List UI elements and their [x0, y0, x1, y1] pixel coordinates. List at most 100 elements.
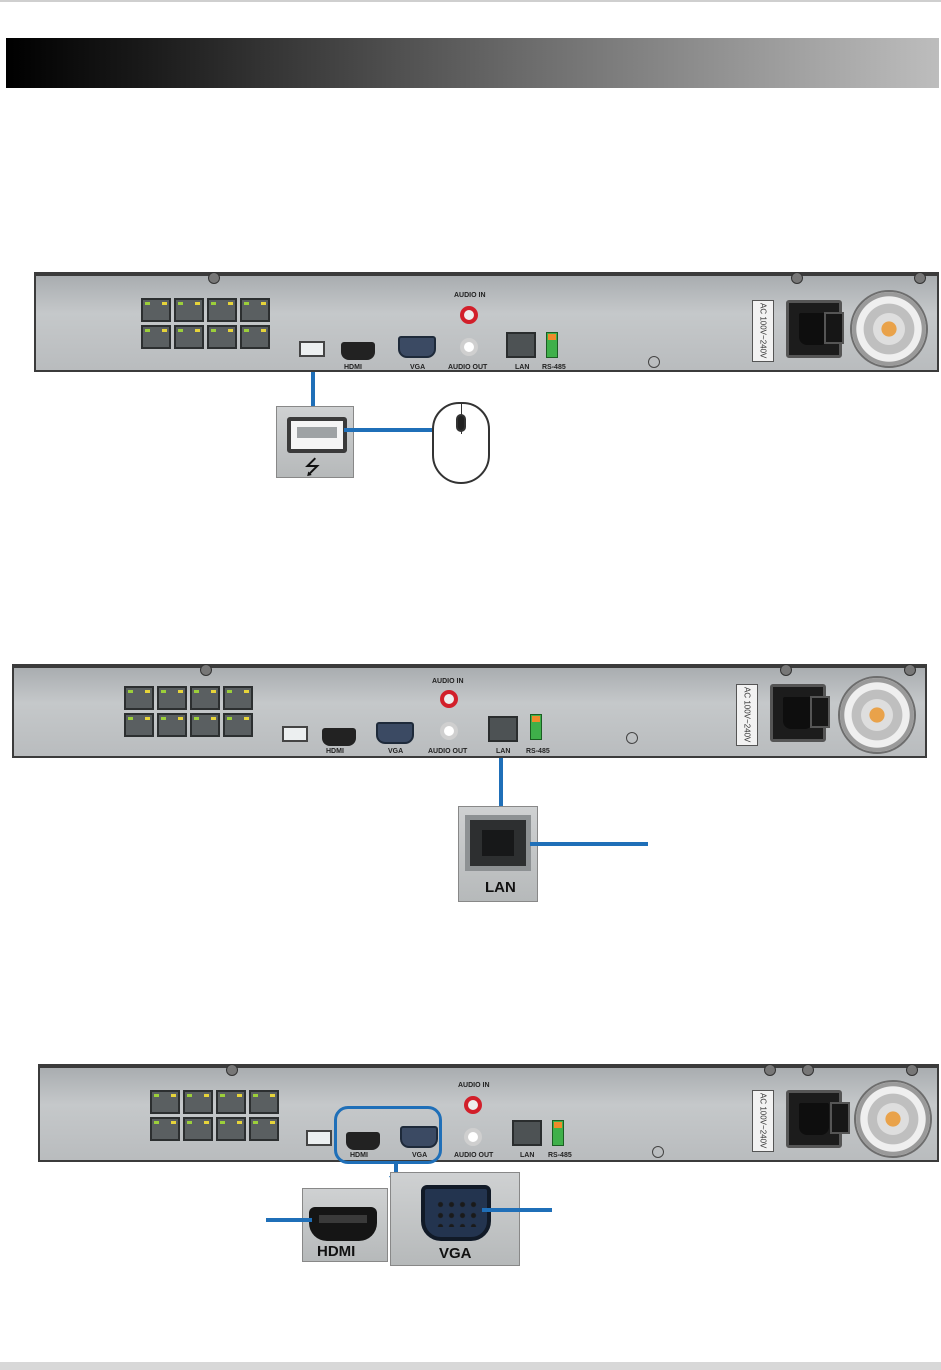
screw — [914, 272, 926, 284]
audio-out-jack — [440, 722, 458, 740]
poe-port — [124, 686, 154, 710]
poe-port — [207, 298, 237, 322]
usb-port-large — [287, 417, 347, 453]
poe-port — [174, 298, 204, 322]
audio-in-jack — [440, 690, 458, 708]
hdmi-label: HDMI — [344, 364, 362, 371]
screw — [904, 664, 916, 676]
poe-port — [157, 713, 187, 737]
audio-out-jack — [460, 338, 478, 356]
poe-port — [141, 325, 171, 349]
poe-port — [240, 325, 270, 349]
poe-port — [183, 1117, 213, 1141]
section-title-bar — [6, 38, 939, 88]
poe-port — [207, 325, 237, 349]
lan-port — [506, 332, 536, 358]
poe-port — [249, 1117, 279, 1141]
vga-port-large — [421, 1185, 491, 1241]
hdmi-port — [341, 342, 375, 360]
hdmi-port-large — [309, 1207, 377, 1241]
screw — [791, 272, 803, 284]
poe-port — [141, 298, 171, 322]
vga-port — [400, 1126, 438, 1148]
connector-line — [266, 1218, 312, 1222]
nvr-rear-panel-lan: HDMI VGA AUDIO IN AUDIO OUT LAN RS-485 A… — [12, 664, 927, 758]
audio-out-label: AUDIO OUT — [454, 1152, 494, 1159]
screw — [802, 1064, 814, 1076]
screw — [200, 664, 212, 676]
audio-in-label: AUDIO IN — [454, 292, 486, 299]
power-rating-label: AC 100V~240V — [752, 300, 774, 362]
screw — [906, 1064, 918, 1076]
power-switch — [824, 312, 844, 344]
usb-port — [299, 341, 325, 357]
hdmi-zoom-callout: HDMI — [302, 1188, 388, 1262]
screw — [208, 272, 220, 284]
poe-port — [190, 713, 220, 737]
ground-icon — [626, 732, 638, 744]
audio-in-label: AUDIO IN — [458, 1082, 490, 1089]
vga-label: VGA — [412, 1152, 428, 1159]
power-rating-label: AC 100V~240V — [752, 1090, 774, 1152]
fan-icon — [838, 676, 916, 754]
vga-label: VGA — [388, 748, 404, 755]
bottom-rule — [0, 1362, 941, 1370]
power-inlet — [786, 1090, 842, 1148]
hdmi-port — [322, 728, 356, 746]
usb-port — [306, 1130, 332, 1146]
connector-line — [394, 1163, 398, 1177]
audio-in-label: AUDIO IN — [432, 678, 464, 685]
poe-port — [216, 1090, 246, 1114]
fan-icon — [854, 1080, 932, 1158]
poe-port — [157, 686, 187, 710]
hdmi-port — [346, 1132, 380, 1150]
screw — [226, 1064, 238, 1076]
vga-port — [376, 722, 414, 744]
rs485-label: RS-485 — [526, 748, 550, 755]
audio-out-label: AUDIO OUT — [448, 364, 488, 371]
rs485-label: RS-485 — [548, 1152, 572, 1159]
connector-line — [482, 1208, 552, 1212]
ground-icon — [652, 1146, 664, 1158]
poe-port — [190, 686, 220, 710]
screw — [764, 1064, 776, 1076]
hdmi-callout-label: HDMI — [317, 1243, 356, 1260]
usb-icon: ⭍ — [304, 457, 321, 479]
vga-label: VGA — [410, 364, 426, 371]
rs485-terminal — [546, 332, 558, 358]
lan-label: LAN — [496, 748, 511, 755]
ground-icon — [648, 356, 660, 368]
nvr-rear-panel-usb: HDMI VGA AUDIO IN AUDIO OUT LAN RS-485 A… — [34, 272, 939, 372]
lan-callout-label: LAN — [485, 879, 516, 896]
video-ports-highlight — [334, 1106, 442, 1164]
top-rule — [0, 0, 941, 2]
audio-out-label: AUDIO OUT — [428, 748, 468, 755]
audio-in-jack — [460, 306, 478, 324]
lan-port-large — [465, 815, 531, 871]
usb-zoom-callout: ⭍ — [276, 406, 354, 479]
poe-port — [174, 325, 204, 349]
lan-zoom-callout: LAN — [458, 806, 538, 902]
poe-port — [150, 1090, 180, 1114]
poe-port — [249, 1090, 279, 1114]
poe-ports — [141, 298, 270, 349]
vga-port — [398, 336, 436, 358]
connector-line — [311, 372, 315, 410]
hdmi-label: HDMI — [326, 748, 344, 755]
poe-port — [223, 713, 253, 737]
vga-callout-label: VGA — [439, 1245, 472, 1262]
poe-ports — [150, 1090, 279, 1141]
usb-port — [282, 726, 308, 742]
lan-label: LAN — [515, 364, 530, 371]
connector-line — [344, 428, 432, 432]
mouse-icon — [432, 402, 490, 484]
power-rating-label: AC 100V~240V — [736, 684, 758, 746]
rs485-terminal — [552, 1120, 564, 1146]
hdmi-label: HDMI — [350, 1152, 368, 1159]
connector-line — [499, 758, 503, 806]
power-switch — [830, 1102, 850, 1134]
nvr-rear-panel-video: HDMI VGA AUDIO IN AUDIO OUT LAN RS-485 A… — [38, 1064, 939, 1162]
poe-port — [124, 713, 154, 737]
lan-label: LAN — [520, 1152, 535, 1159]
poe-port — [183, 1090, 213, 1114]
